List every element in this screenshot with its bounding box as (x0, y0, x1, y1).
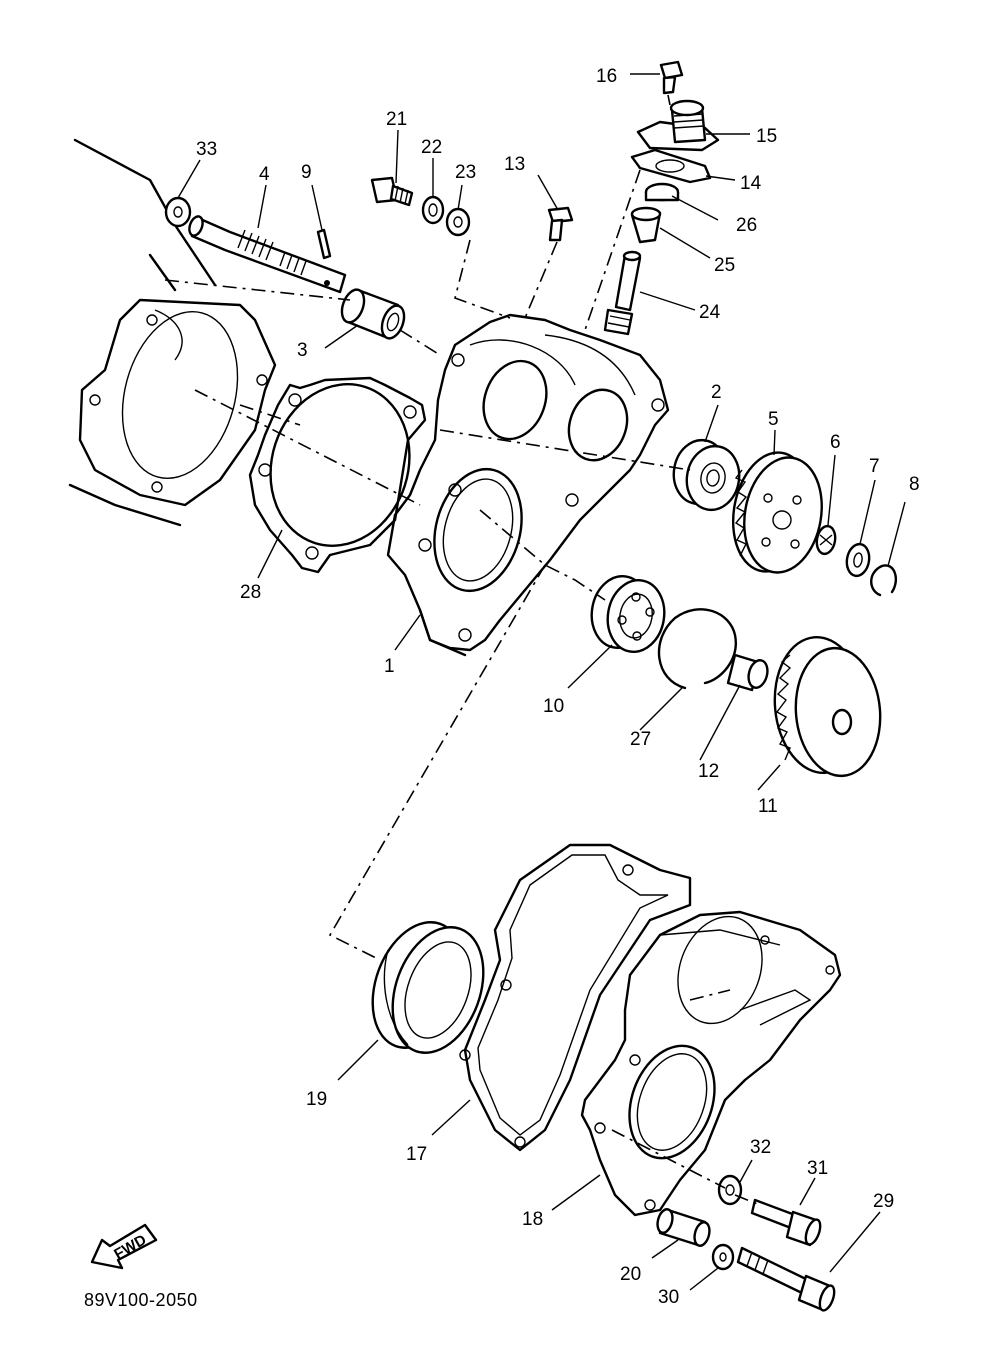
bearing-2 (672, 438, 741, 512)
label-18: 18 (522, 1209, 543, 1230)
housing-15 (636, 99, 720, 152)
crankcase-cover-1 (386, 313, 670, 657)
part-labels: 33 4 9 21 22 23 13 16 15 14 26 25 24 3 2… (196, 66, 920, 1308)
label-5: 5 (768, 409, 779, 430)
forward-arrow-icon: FWD (90, 1223, 158, 1270)
label-1: 1 (384, 656, 395, 677)
gear-shaft-24 (603, 250, 642, 336)
gasket-28 (248, 376, 427, 574)
washer-30 (711, 1243, 735, 1271)
washer-33 (164, 196, 192, 228)
shaft-4 (188, 215, 347, 294)
label-6: 6 (830, 432, 841, 453)
circlip-27 (657, 608, 737, 690)
label-10: 10 (543, 696, 564, 717)
label-13: 13 (504, 154, 525, 175)
collar-3 (340, 288, 406, 340)
gasket-14 (630, 148, 712, 184)
cover-18 (580, 910, 842, 1217)
dowel-pin-20 (656, 1208, 711, 1247)
screw-13 (547, 206, 574, 242)
bolt-21 (370, 176, 414, 207)
washer-23 (445, 207, 471, 237)
pin-9 (316, 228, 332, 260)
gasket-17 (459, 843, 692, 1152)
label-26: 26 (736, 215, 757, 236)
label-27: 27 (630, 729, 651, 750)
gear-5 (731, 451, 823, 574)
label-7: 7 (869, 456, 880, 477)
screw-16 (659, 60, 684, 95)
seal-26 (644, 182, 680, 202)
washer-6 (815, 524, 837, 556)
label-12: 12 (698, 761, 719, 782)
bolt-29 (736, 1246, 836, 1312)
label-28: 28 (240, 582, 261, 603)
bolt-31 (750, 1198, 822, 1247)
bushing-25 (630, 206, 662, 244)
circlip-8 (870, 564, 897, 597)
engine-block-outline (68, 138, 277, 527)
drawing-code: 89V100-2050 (84, 1290, 198, 1310)
pin-12 (726, 653, 769, 692)
label-2: 2 (711, 382, 722, 403)
label-32: 32 (750, 1137, 771, 1158)
label-11: 11 (758, 796, 778, 817)
label-20: 20 (620, 1264, 641, 1285)
label-31: 31 (807, 1158, 828, 1179)
label-4: 4 (259, 164, 270, 185)
washer-7 (845, 542, 871, 578)
label-3: 3 (297, 340, 308, 361)
washer-22 (421, 195, 445, 225)
bearing-10 (590, 575, 666, 653)
washer-32 (717, 1174, 743, 1206)
label-22: 22 (421, 137, 442, 158)
label-23: 23 (455, 162, 476, 183)
gear-11 (773, 635, 882, 778)
label-16: 16 (596, 66, 617, 87)
label-21: 21 (386, 109, 407, 130)
alignment-lines (164, 94, 761, 1206)
label-15: 15 (756, 126, 777, 147)
label-17: 17 (406, 1144, 427, 1165)
label-8: 8 (909, 474, 920, 495)
label-30: 30 (658, 1287, 679, 1308)
oil-seal-19 (371, 921, 485, 1054)
leader-lines (177, 73, 906, 1291)
label-25: 25 (714, 255, 735, 276)
label-29: 29 (873, 1191, 894, 1212)
label-19: 19 (306, 1089, 327, 1110)
label-33: 33 (196, 139, 217, 160)
label-9: 9 (301, 162, 312, 183)
label-14: 14 (740, 173, 762, 194)
label-24: 24 (699, 302, 721, 323)
